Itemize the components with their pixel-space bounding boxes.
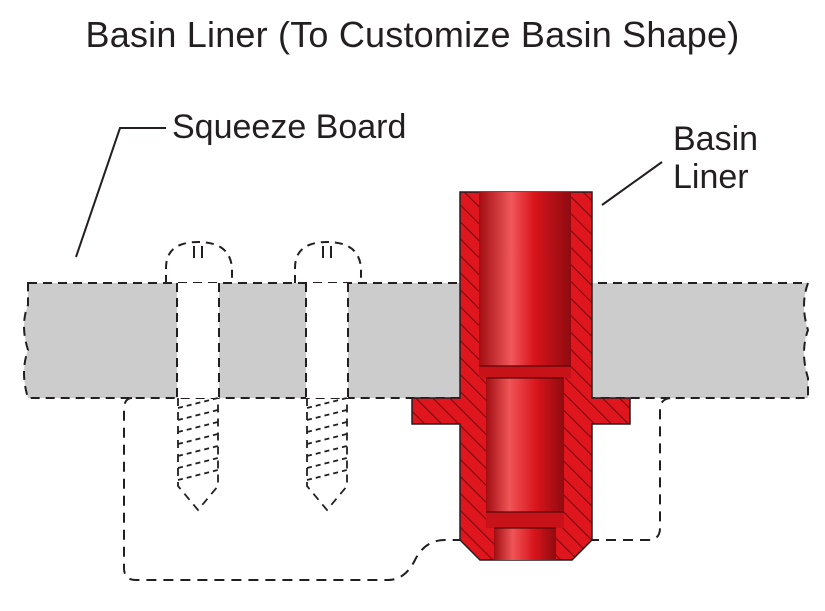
leader-squeeze-board — [75, 127, 166, 258]
leader-basin-liner — [601, 161, 663, 206]
diagram-title: Basin Liner (To Customize Basin Shape) — [85, 14, 740, 55]
liner-bottom-opening — [494, 528, 556, 560]
liner-upper-bore — [479, 192, 571, 366]
liner-bottom-step — [486, 512, 564, 528]
liner-lower-bore — [486, 378, 564, 512]
screw-head-left — [165, 240, 233, 283]
squeeze-board — [23, 282, 810, 399]
screw-shank-left — [177, 397, 219, 512]
basin-outline — [123, 397, 673, 581]
liner-step — [479, 366, 571, 378]
basin-liner — [411, 191, 631, 561]
squeeze-board-label: Squeeze Board — [172, 108, 407, 146]
basin-liner-label: Basin Liner — [673, 120, 758, 196]
screw-hole-left — [176, 283, 220, 398]
screw-head-right — [294, 240, 362, 283]
screw-shank-right — [306, 397, 348, 512]
basin-liner-label-line2: Liner — [673, 158, 749, 196]
screw-hole-right — [305, 283, 349, 398]
basin-liner-label-line1: Basin — [673, 120, 759, 158]
